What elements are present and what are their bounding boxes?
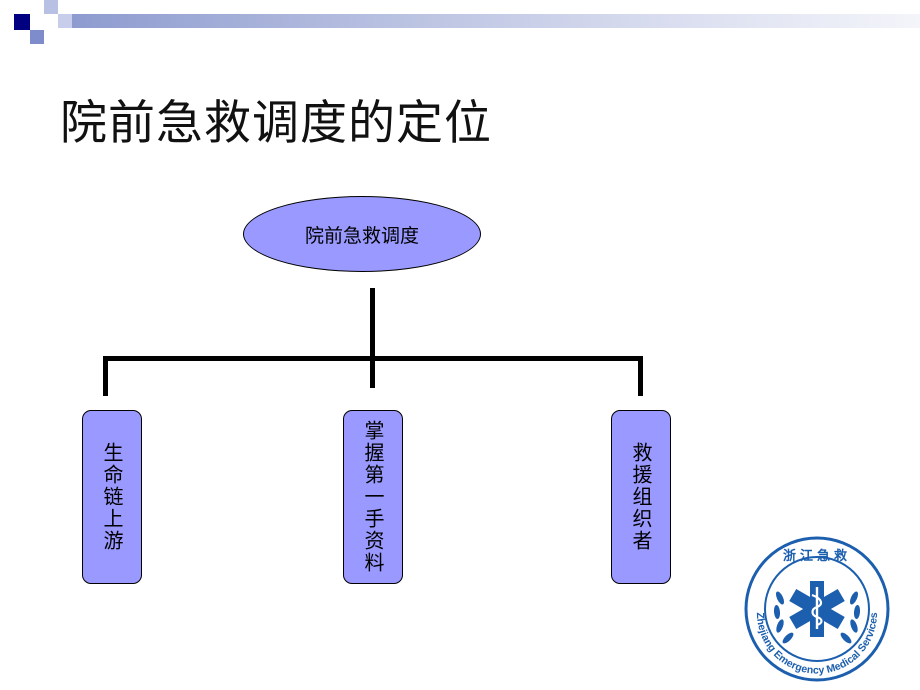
child-node-first-hand-info-label: 掌握第一手资料 bbox=[361, 420, 385, 574]
header-square-light bbox=[44, 0, 58, 14]
logo-top-text: 浙江急救 bbox=[783, 548, 851, 564]
child-node-rescue-organizer: 救援组织者 bbox=[611, 410, 671, 584]
star-of-life-icon bbox=[789, 581, 845, 637]
child-node-first-hand-info: 掌握第一手资料 bbox=[343, 410, 403, 584]
header-square-pale bbox=[58, 14, 72, 28]
header-gradient-bar bbox=[72, 14, 920, 28]
zhejiang-ems-logo: Zhejiang Emergency Medical Services 浙江急救 bbox=[744, 536, 890, 682]
header-square-navy bbox=[14, 14, 30, 30]
connector-right-drop bbox=[638, 356, 643, 396]
root-node-label: 院前急救调度 bbox=[304, 224, 419, 247]
connector-left-drop bbox=[103, 356, 108, 396]
connector-horizontal bbox=[103, 356, 643, 361]
root-node: 院前急救调度 bbox=[243, 196, 481, 272]
child-node-upstream-label: 生命链上游 bbox=[100, 442, 124, 552]
child-node-rescue-organizer-label: 救援组织者 bbox=[629, 442, 653, 552]
slide-title: 院前急救调度的定位 bbox=[60, 96, 492, 151]
connector-trunk bbox=[370, 288, 375, 388]
header-square-mid bbox=[30, 30, 44, 44]
child-node-upstream: 生命链上游 bbox=[82, 410, 142, 584]
laurel-icon bbox=[773, 591, 861, 644]
